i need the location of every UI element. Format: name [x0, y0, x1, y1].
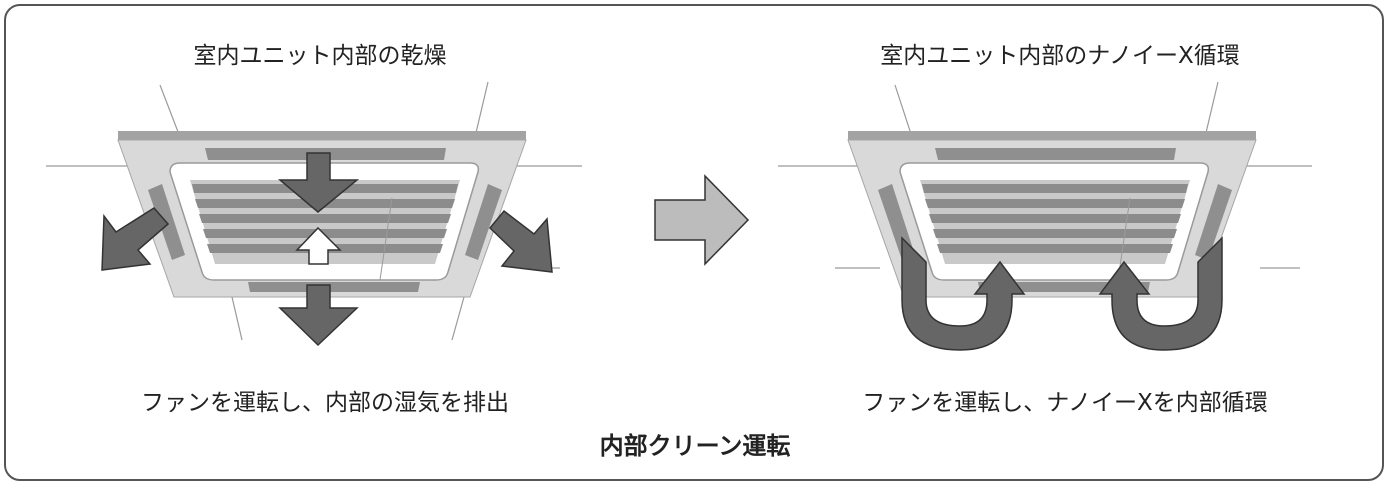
- left-arrow-out-left: [101, 207, 170, 271]
- right-panel-edge: [848, 131, 1256, 140]
- right-panel-caption: ファンを運転し、ナノイーXを内部循環: [862, 390, 1268, 416]
- main-title: 内部クリーン運転: [599, 432, 791, 460]
- outer-frame: [4, 4, 1384, 481]
- right-panel-title: 室内ユニット内部のナノイーX循環: [880, 43, 1240, 69]
- right-unit: [778, 81, 1312, 351]
- right-grille-bars: [922, 184, 1188, 253]
- right-vent-right: [1195, 184, 1232, 260]
- left-panel-title: 室内ユニット内部の乾燥: [193, 43, 447, 69]
- left-arrow-up-white: [295, 226, 342, 265]
- left-panel-edge: [118, 131, 526, 140]
- transition-arrow-icon: [654, 174, 750, 266]
- left-unit: [46, 81, 582, 347]
- left-vent-bottom: [248, 282, 420, 292]
- left-panel-caption: ファンを運転し、内部の湿気を排出: [141, 390, 509, 416]
- left-vent-right: [465, 184, 502, 260]
- left-arrow-out-right: [488, 209, 553, 273]
- left-arrow-down-top: [277, 152, 360, 213]
- left-arrow-down-bottom: [278, 284, 359, 347]
- right-vent-top: [935, 148, 1176, 160]
- right-circulation-arrow-right: [1098, 236, 1223, 351]
- right-circulation-arrow-left: [901, 236, 1026, 351]
